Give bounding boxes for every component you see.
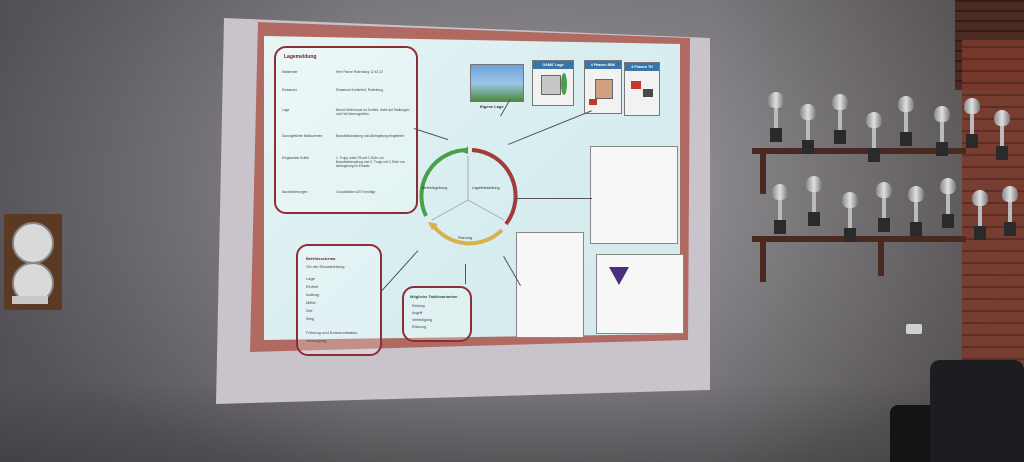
shelf-bracket [760, 154, 766, 194]
planung-document [516, 232, 584, 338]
cycle-label-lagefeststellung: Lagefeststellung [472, 186, 500, 190]
arrowhead-icon [428, 222, 438, 230]
brick-wall [962, 40, 1024, 370]
leaf-icon [561, 73, 567, 95]
bewertungstabelle-document [596, 254, 684, 334]
befehlsschema-box: Befehlsschema Ort der Einsatzleitung Lag… [296, 244, 382, 356]
list-item: Ort der Einsatzleitung [306, 264, 345, 269]
list-item: Lage [306, 276, 315, 281]
list-item: Auftrag [306, 292, 319, 297]
list-item: Angriff [412, 311, 423, 315]
lagemeldung-title: Lagemeldung [284, 54, 317, 60]
list-item: Weg [306, 316, 315, 321]
cycle-label-planung: Planung [458, 236, 472, 240]
trophy-shelf-upper [752, 148, 966, 154]
list-item: Ziel [306, 308, 313, 313]
cycle-arc-amber [430, 222, 504, 246]
clock-nameplate [12, 296, 48, 304]
cycle-divider [467, 199, 505, 221]
cycle-divider [431, 199, 469, 221]
list-item: Versorgung [306, 338, 327, 343]
eigene-lage-picture [470, 64, 524, 102]
arrowhead-icon [462, 146, 468, 154]
cycle-label-befehlsgebung: Befehlsgebung [422, 186, 448, 190]
cycle-arc-green [419, 147, 469, 217]
wall-clock-frame [4, 214, 62, 310]
list-item: Mittel [306, 300, 316, 305]
trophy-shelf-lower [752, 236, 966, 242]
taktikvarianten-title: Mögliche Taktikvarianten [410, 294, 458, 299]
gams-lage-picture: GAMS' Lage [532, 60, 574, 106]
funnel-icon [609, 267, 629, 285]
vehicle-icon [631, 81, 641, 89]
list-item: Rückzug [412, 325, 426, 329]
cycle-arc-red [471, 148, 518, 226]
cycle-arcs [419, 146, 518, 246]
befehlsschema-title: Befehlsschema [306, 256, 336, 261]
chair [930, 360, 1024, 462]
eigene-lage-caption: Eigene Lage [480, 104, 504, 109]
connector-line [516, 198, 592, 199]
list-item: Einheit [306, 284, 319, 289]
house-icon [541, 75, 561, 95]
fuehrungskreislauf-diagram: Befehlsgebung Lagefeststellung Planung [418, 140, 518, 260]
fire-truck-icon [589, 99, 597, 105]
shelf-bracket [878, 242, 884, 276]
list-item: Verteidigung [412, 318, 432, 322]
list-item: Rettung [412, 304, 425, 308]
taktikvarianten-box: Mögliche Taktikvarianten Rettung Angriff… [402, 286, 472, 342]
picture-header: 4 Phasen BBK [585, 61, 621, 69]
picture-header: GAMS' Lage [533, 61, 573, 69]
gefahrenmatrix-document [590, 146, 678, 244]
phasen-bbk-picture: 4 Phasen BBK [584, 60, 622, 114]
list-item: Führung und Kommunikation [306, 330, 358, 335]
shelf-bracket [760, 242, 766, 282]
phasen-th-picture: 4 Phasen TH [624, 62, 660, 116]
picture-header: 4 Phasen TH [625, 63, 659, 71]
burning-house-icon [595, 79, 613, 99]
wall-socket [906, 324, 922, 334]
car-icon [643, 89, 653, 97]
barometer-icon [12, 222, 54, 264]
connector-line [465, 264, 466, 284]
